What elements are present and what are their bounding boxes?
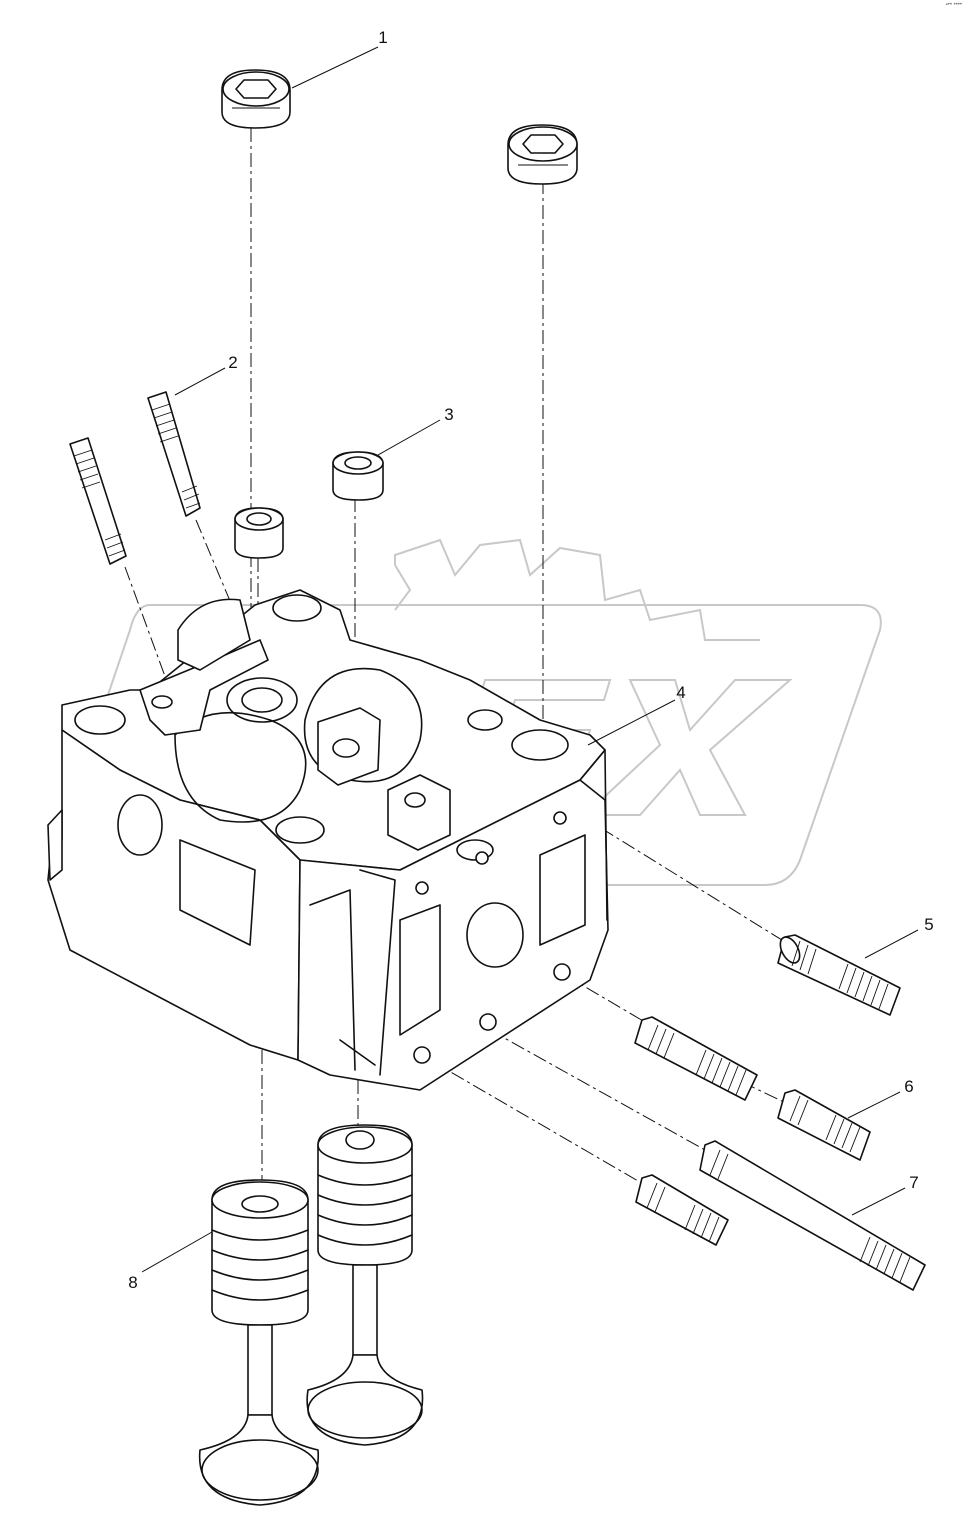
axis-stud-5	[579, 814, 791, 946]
callout-numbers: 1 2 3 4 5 6 7 8	[128, 28, 933, 1292]
assembly-lines	[124, 128, 791, 1195]
callout-4: 4	[676, 683, 685, 702]
axis-stud-6a	[564, 974, 651, 1026]
axis-stud-b	[195, 519, 239, 621]
callout-6: 6	[904, 1077, 913, 1096]
axis-stud-7	[489, 1029, 706, 1151]
plug-screw-left	[221, 69, 291, 129]
stud-2b	[69, 437, 127, 565]
stud-5	[777, 934, 901, 1016]
leader-7	[851, 1187, 906, 1216]
stud-6b	[777, 1089, 871, 1161]
plug-screw-right	[507, 124, 578, 185]
stud-6a	[634, 1016, 758, 1101]
leader-5	[864, 929, 919, 959]
leader-2	[174, 367, 226, 396]
leader-4	[587, 699, 676, 746]
stud-bottom	[635, 1174, 729, 1246]
callout-leaders	[141, 46, 919, 1273]
stud-7	[699, 1140, 926, 1291]
leader-3	[377, 419, 441, 456]
axis-stud-bottom	[429, 1059, 646, 1186]
callout-7: 7	[909, 1173, 918, 1192]
valve-right	[306, 1124, 424, 1446]
leader-1	[291, 46, 379, 89]
valve-left	[198, 1179, 319, 1506]
callout-3: 3	[444, 405, 453, 424]
leader-6	[847, 1091, 901, 1119]
callout-8: 8	[128, 1273, 137, 1292]
leader-8	[141, 1231, 213, 1273]
stud-2a	[147, 391, 201, 517]
corner-mark: ▪•• ••••	[945, 2, 962, 8]
callout-2: 2	[228, 353, 237, 372]
cylinder-head	[47, 589, 609, 1091]
seal-3-right	[332, 451, 384, 501]
callout-1: 1	[378, 28, 387, 47]
axis-stud-a	[124, 566, 171, 691]
seal-3-left	[234, 507, 284, 559]
callout-5: 5	[924, 915, 933, 934]
